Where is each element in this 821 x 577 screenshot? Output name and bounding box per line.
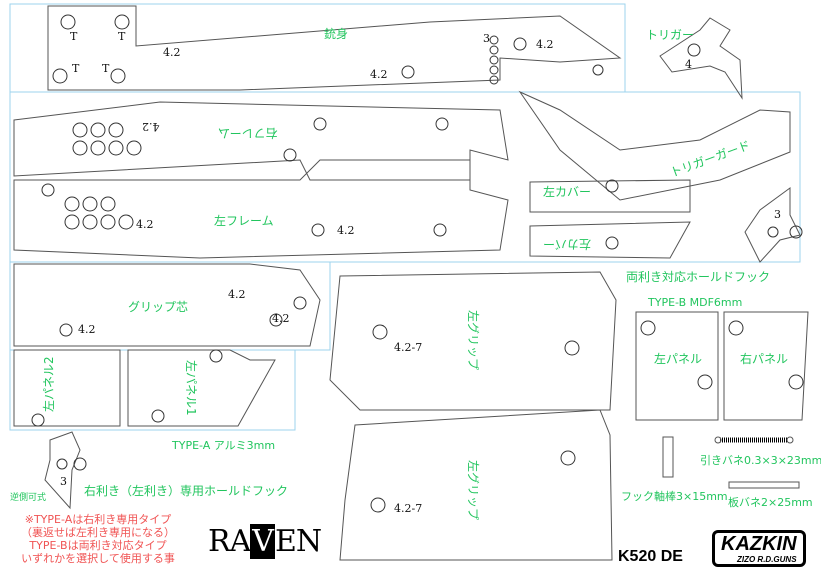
label-left-panel-2: 左パネル2 [42,356,56,412]
warning-line: TYPE-Bは両利き対応タイプ [29,539,167,552]
label-left-grip-a: 左グリップ [466,310,480,371]
dim-4-2: 4.2 [163,46,181,59]
dim-t: T [118,30,126,43]
leaf-spring [728,481,800,489]
note-hook-single: 右利き（左利き）専用ホールドフック [84,484,289,498]
guide-rect-frame [9,91,801,263]
left-cover-mirror-outline [529,221,691,259]
trigger-guard-outline [518,90,791,201]
left-panel-1-outline [127,349,276,427]
dim-4-2: 4.2 [272,312,290,325]
label-left-frame: 左フレーム [214,214,274,228]
note-type-b: TYPE-B MDF6mm [648,296,743,309]
warning-note: ※TYPE-Aは右利き専用タイプ （裏返せば左利き専用になる） TYPE-Bは両… [18,513,178,565]
model-name: K520 DE [618,548,683,565]
dim-3: 3 [60,475,67,488]
panel-left-outline [635,311,719,421]
warning-line: ※TYPE-Aは右利き専用タイプ [24,513,172,526]
barrel-outline [47,5,622,91]
label-left-panel-1: 左パネル1 [184,360,198,416]
dim-4-2: 4.2 [136,218,154,231]
holes [31,14,804,513]
note-hook-pin: フック軸棒3×15mm [621,490,728,503]
note-reversible: 逆側可式 [10,493,47,503]
dim-t: T [72,62,80,75]
dim-4-2: 4.2 [337,224,355,237]
note-hook-ambi: 両利き対応ホールドフック [626,270,771,284]
left-grip-b-outline [339,409,613,561]
note-leaf-spring: 板バネ2×25mm [728,496,813,509]
dim-4-2: 4.2 [78,323,96,336]
grip-core-outline [13,263,321,347]
dim-3: 3 [774,208,781,221]
dim-t: T [70,30,78,43]
dim-4-2: 4.2 [370,68,388,81]
dim-3: 3 [483,32,490,45]
left-frame-outline [13,159,509,259]
label-panel-right: 右パネル [740,352,789,366]
panel-right-outline [723,311,809,421]
dim-t: T [102,62,110,75]
label-trigger: トリガー [646,28,695,42]
dim-4-2: 4.2 [142,120,160,133]
dim-4-2-7: 4.2-7 [394,502,423,515]
label-grip-core: グリップ芯 [128,300,189,314]
dim-4-2: 4.2 [228,288,246,301]
warning-line: いずれかを選択して使用する事 [21,552,175,565]
label-panel-left: 左パネル [654,352,703,366]
note-type-a: TYPE-A アルミ3mm [172,439,276,452]
trigger-outline [659,17,743,100]
warning-line: （裏返せば左利き専用になる） [21,526,175,539]
left-panel-2-outline [13,349,121,427]
raven-logo: RAVEN [208,524,322,559]
label-left-cover: 左カバー [543,185,592,199]
hook-b-outline [744,187,801,263]
hook-a-outline [44,431,81,510]
label-left-frame-mirror: 右フレーム [218,126,278,140]
label-left-grip-b: 左グリップ [466,460,480,521]
dim-4-2: 4.2 [536,38,554,51]
dim-4: 4 [685,58,692,71]
label-barrel: 銃身 [324,27,349,41]
note-pull-spring: 引きバネ0.3×3×23mm [700,454,821,467]
dim-4-2-7: 4.2-7 [394,341,423,354]
left-cover-outline [529,179,691,213]
left-grip-a-outline [329,271,617,411]
hook-pin [662,436,674,478]
label-left-cover-mirror: 左カバー [543,237,592,251]
